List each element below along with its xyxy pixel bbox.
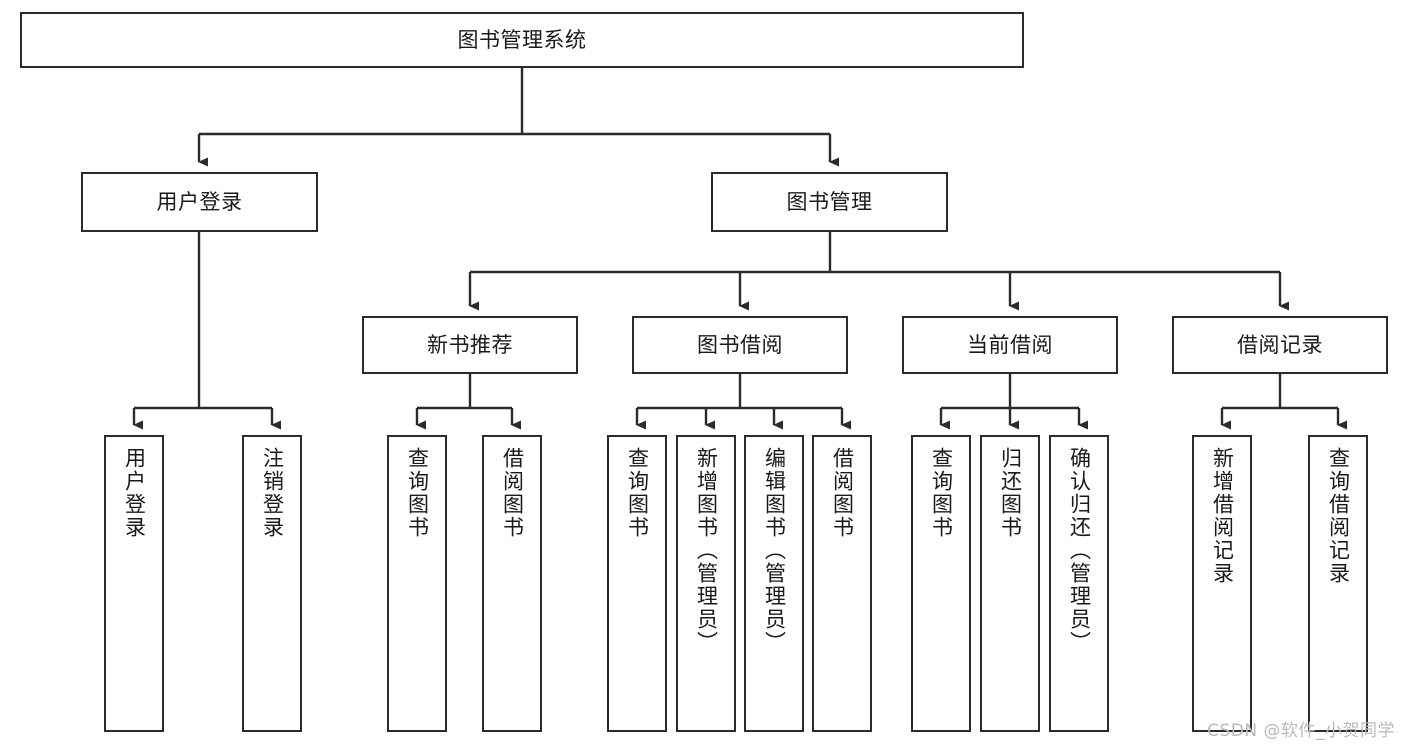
node-label: 新增图书（管理员） (694, 447, 719, 654)
node-label: 查询图书 (405, 447, 430, 539)
node-leaf-logout-login[interactable]: 注销登录 (242, 435, 302, 732)
node-leaf-query-book-2[interactable]: 查询图书 (607, 435, 667, 732)
node-book-management[interactable]: 图书管理 (711, 172, 948, 232)
node-label: 借阅记录 (1237, 332, 1323, 357)
node-leaf-confirm-return-admin[interactable]: 确认归还（管理员） (1049, 435, 1109, 732)
node-label: 用户登录 (156, 189, 243, 214)
node-label: 借阅图书 (500, 447, 525, 539)
node-label: 新增借阅记录 (1210, 447, 1235, 585)
node-label: 图书管理系统 (457, 27, 587, 52)
node-leaf-query-book-1[interactable]: 查询图书 (387, 435, 447, 732)
node-leaf-add-borrow-record[interactable]: 新增借阅记录 (1192, 435, 1252, 732)
node-label: 借阅图书 (830, 447, 855, 539)
node-root-system[interactable]: 图书管理系统 (20, 12, 1024, 68)
node-leaf-query-book-3[interactable]: 查询图书 (911, 435, 971, 732)
node-book-borrow[interactable]: 图书借阅 (632, 316, 848, 374)
node-label: 注销登录 (260, 447, 285, 539)
node-new-book-recommend[interactable]: 新书推荐 (362, 316, 578, 374)
node-label: 归还图书 (998, 447, 1023, 539)
node-leaf-edit-book-admin[interactable]: 编辑图书（管理员） (744, 435, 804, 732)
node-leaf-query-borrow-record[interactable]: 查询借阅记录 (1308, 435, 1368, 732)
node-user-login[interactable]: 用户登录 (81, 172, 318, 232)
node-label: 查询图书 (625, 447, 650, 539)
node-leaf-borrow-book-2[interactable]: 借阅图书 (812, 435, 872, 732)
node-current-borrow[interactable]: 当前借阅 (902, 316, 1118, 374)
node-leaf-return-book[interactable]: 归还图书 (980, 435, 1040, 732)
node-borrow-record[interactable]: 借阅记录 (1172, 316, 1388, 374)
node-label: 当前借阅 (967, 332, 1053, 357)
node-label: 查询图书 (929, 447, 954, 539)
watermark-text: CSDN @软件_小贺同学 (1207, 721, 1395, 741)
node-label: 编辑图书（管理员） (762, 447, 787, 654)
node-label: 图书管理 (786, 189, 873, 214)
node-label: 用户登录 (122, 447, 147, 539)
node-label: 新书推荐 (427, 332, 513, 357)
node-leaf-borrow-book-1[interactable]: 借阅图书 (482, 435, 542, 732)
node-leaf-add-book-admin[interactable]: 新增图书（管理员） (676, 435, 736, 732)
node-leaf-user-login[interactable]: 用户登录 (104, 435, 164, 732)
node-label: 确认归还（管理员） (1067, 447, 1092, 654)
node-label: 查询借阅记录 (1326, 447, 1351, 585)
node-label: 图书借阅 (697, 332, 783, 357)
